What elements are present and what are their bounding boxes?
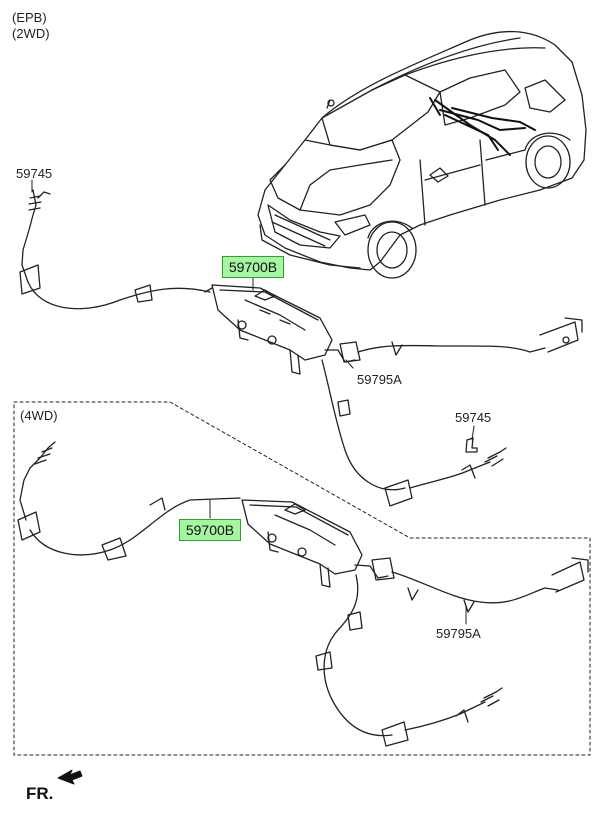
leader-lines-2wd	[32, 180, 474, 440]
section-4wd-box	[14, 402, 590, 755]
section-4wd-label: (4WD)	[20, 408, 58, 423]
header-2wd: (2WD)	[12, 26, 50, 41]
leader-lines-4wd	[210, 500, 466, 624]
assembly-4wd	[18, 442, 588, 746]
vehicle-cable-highlight	[430, 98, 535, 155]
part-label-59745-mid[interactable]: 59745	[455, 410, 492, 425]
header-epb: (EPB)	[12, 10, 47, 25]
front-arrow-icon	[58, 770, 82, 784]
part-label-59745-top[interactable]: 59745	[16, 166, 53, 181]
vehicle-illustration	[258, 32, 586, 278]
assembly-2wd	[20, 190, 582, 506]
part-label-59795a-bottom[interactable]: 59795A	[436, 626, 481, 641]
part-label-59700b-bottom[interactable]: 59700B	[179, 519, 241, 541]
front-direction-label: FR.	[26, 784, 54, 803]
part-label-59700b-top[interactable]: 59700B	[222, 256, 284, 278]
part-label-59795a-top[interactable]: 59795A	[357, 372, 402, 387]
